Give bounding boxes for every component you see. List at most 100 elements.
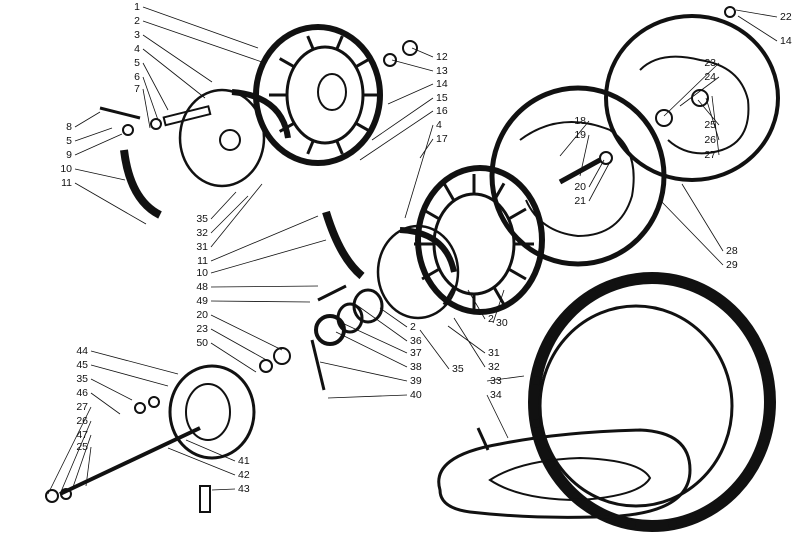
callout-label: 35 [196, 213, 208, 225]
leader-line [663, 62, 720, 117]
callout-label: 41 [238, 455, 250, 467]
callout-label: 2 [134, 15, 140, 27]
callout-label: 48 [196, 281, 208, 293]
leader-line [419, 138, 434, 159]
tread-block [587, 289, 599, 301]
callout-label: 18 [574, 115, 586, 127]
leader-line [419, 329, 450, 370]
leader-line [210, 215, 319, 262]
leader-line [74, 182, 147, 225]
leader-line [588, 159, 605, 188]
washer [148, 396, 160, 408]
leader-line [210, 183, 263, 248]
tread-block [763, 418, 773, 429]
leader-line [142, 62, 169, 111]
leader-line [371, 97, 434, 141]
callout-label: 20 [196, 309, 208, 321]
tread-block [705, 289, 717, 301]
callout-label: 35 [452, 363, 464, 375]
bearing [273, 347, 291, 365]
brake-shoe [231, 89, 291, 139]
leader-line [705, 97, 720, 141]
leader-line [659, 199, 724, 266]
lever [99, 106, 141, 120]
leader-line [210, 328, 271, 363]
callout-label: 46 [76, 387, 88, 399]
washer [259, 359, 273, 373]
callout-label: 7 [134, 83, 140, 95]
leader-line [167, 447, 236, 476]
leader-line [210, 285, 319, 288]
tread-block [748, 334, 760, 346]
leader-line [210, 342, 257, 373]
cooling-fin [507, 207, 527, 221]
washer [134, 402, 146, 414]
leader-line [71, 434, 92, 491]
callout-label: 31 [488, 347, 500, 359]
tread-block [531, 375, 541, 386]
callout-label: 26 [76, 415, 88, 427]
bolt [317, 284, 347, 302]
callout-label: 2 [410, 321, 416, 333]
callout-label: 5 [66, 135, 72, 147]
cover-plate [604, 14, 780, 182]
leader-line [85, 446, 92, 487]
axle [59, 426, 201, 496]
leader-line [737, 15, 778, 42]
leader-line [74, 133, 123, 156]
leader-line [142, 6, 259, 49]
leader-line [357, 305, 408, 342]
bearing [655, 109, 673, 127]
cooling-fin [355, 121, 372, 133]
callout-label: 32 [488, 361, 500, 373]
leader-line [411, 47, 434, 58]
callout-label: 4 [436, 119, 442, 131]
brake-lining [120, 149, 162, 219]
callout-label: 45 [76, 359, 88, 371]
leader-line [339, 321, 408, 354]
leader-line [467, 289, 486, 320]
leader-line [185, 439, 236, 462]
upper-backing-plate [178, 88, 291, 188]
callout-label: 40 [410, 389, 422, 401]
spring [162, 105, 212, 127]
speedo-drive [310, 339, 326, 391]
callout-label: 11 [197, 255, 208, 267]
cooling-fin [306, 140, 315, 155]
leader-line [74, 111, 101, 128]
tread-block [535, 354, 547, 365]
leader-line [47, 406, 92, 495]
callout-label: 36 [410, 335, 422, 347]
tread-block [748, 458, 760, 470]
callout-label: 30 [496, 317, 508, 329]
leader-line [210, 191, 237, 220]
cooling-fin [442, 182, 456, 202]
tread-block [722, 301, 734, 313]
tread-block [530, 398, 538, 406]
callout-label: 23 [704, 57, 716, 69]
callout-label: 33 [490, 375, 502, 387]
middle-backing-plate [489, 85, 667, 267]
brake-shoe [399, 227, 457, 273]
tread-block [763, 375, 773, 386]
callout-label: 15 [436, 92, 448, 104]
callout-label: 11 [61, 177, 72, 189]
leader-lines [47, 6, 778, 495]
callout-label: 2 [488, 313, 494, 325]
leader-line [387, 83, 434, 105]
tread-block [535, 439, 547, 450]
callout-label: 25 [76, 441, 88, 453]
leader-line [142, 20, 263, 63]
tread-block [570, 301, 582, 313]
cooling-fin [335, 35, 344, 50]
callout-label: 10 [196, 267, 208, 279]
tread-block [722, 491, 734, 503]
tread-block [687, 280, 698, 291]
callout-label: 1 [134, 1, 140, 13]
leader-line [319, 361, 408, 382]
leader-line [90, 350, 179, 375]
cooling-fin [335, 140, 344, 155]
tyre [528, 272, 776, 532]
leader-line [579, 134, 590, 177]
inner-tube [437, 427, 692, 519]
